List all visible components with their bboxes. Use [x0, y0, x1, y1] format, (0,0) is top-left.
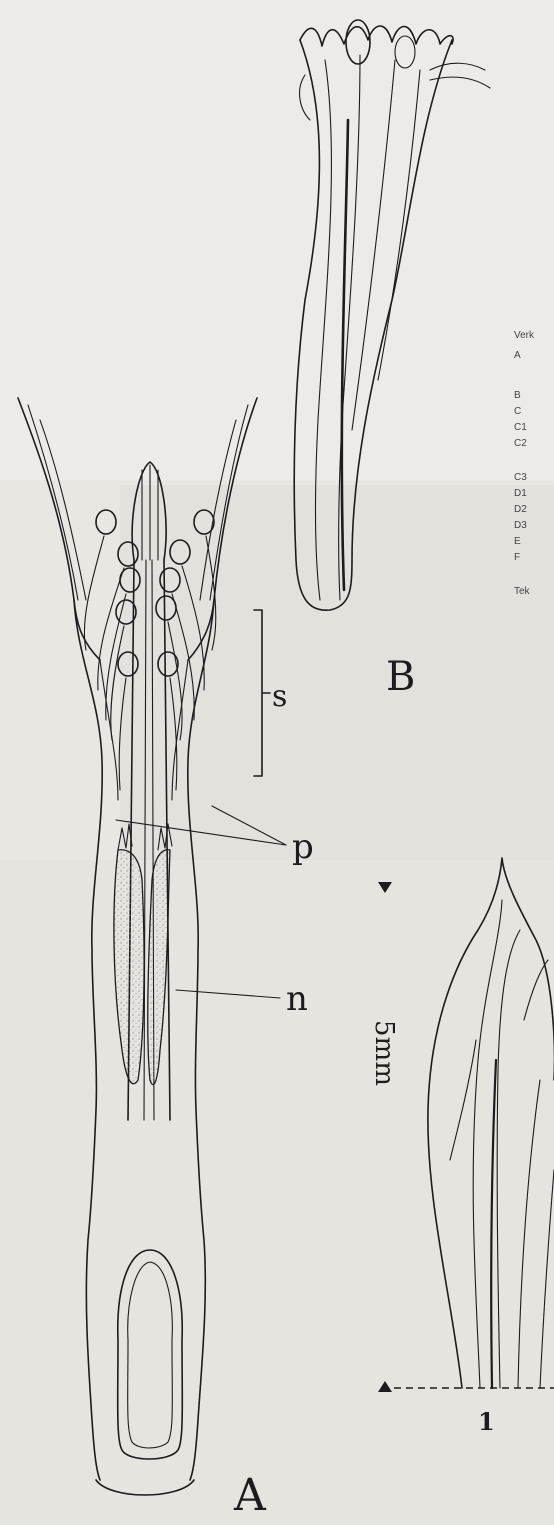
label-b: B	[386, 654, 415, 700]
legend-code: C3	[514, 472, 527, 483]
label-s: s	[272, 679, 287, 714]
legend-code: F	[514, 552, 520, 563]
legend-code: C1	[514, 422, 527, 433]
scale-label: 5mm	[369, 1020, 399, 1086]
legend-code: C2	[514, 438, 527, 449]
legend-code: C	[514, 406, 521, 417]
legend-code: B	[514, 390, 521, 401]
label-a: A	[233, 1470, 267, 1521]
legend-heading: Verk	[514, 330, 535, 341]
legend-footer: Tek	[514, 586, 531, 597]
background-panel-top	[0, 0, 554, 480]
legend-code: D2	[514, 504, 527, 515]
label-n: n	[286, 979, 308, 1019]
background-panel-bottom	[0, 860, 554, 1525]
label-p: p	[292, 827, 314, 867]
legend-code: D1	[514, 488, 527, 499]
figure-number: 1	[478, 1407, 495, 1436]
legend-code: E	[514, 536, 521, 547]
legend-code: A	[514, 350, 521, 361]
legend-code: D3	[514, 520, 527, 531]
